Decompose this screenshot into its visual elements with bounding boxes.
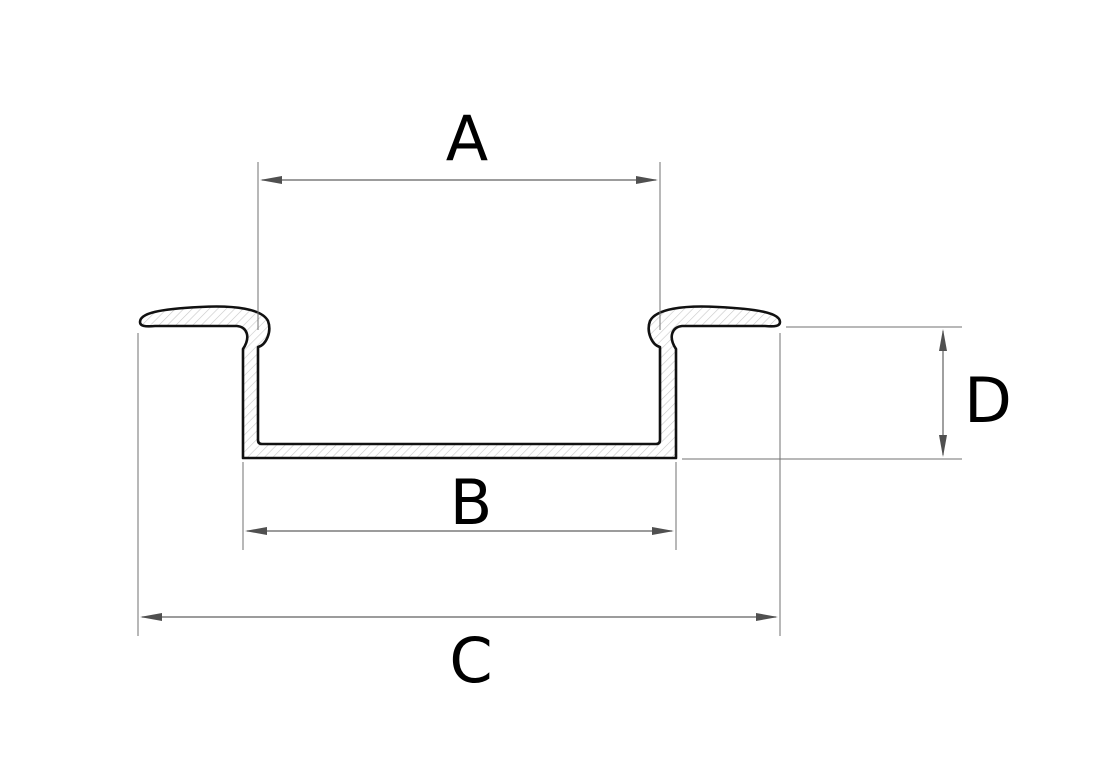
dimension-label-a: A: [446, 102, 488, 175]
dimension-label-c: C: [449, 624, 492, 697]
arrowhead-d-bottom: [939, 435, 947, 457]
arrowhead-b-right: [652, 527, 674, 535]
arrowhead-d-top: [939, 329, 947, 351]
arrowhead-a-left: [260, 176, 282, 184]
arrowhead-c-left: [140, 613, 162, 621]
channel-profile: [138, 305, 782, 460]
dimension-label-b: B: [450, 466, 493, 539]
arrowhead-a-right: [636, 176, 658, 184]
dimension-label-d: D: [964, 364, 1012, 437]
arrowhead-b-left: [245, 527, 267, 535]
arrowhead-c-right: [756, 613, 778, 621]
